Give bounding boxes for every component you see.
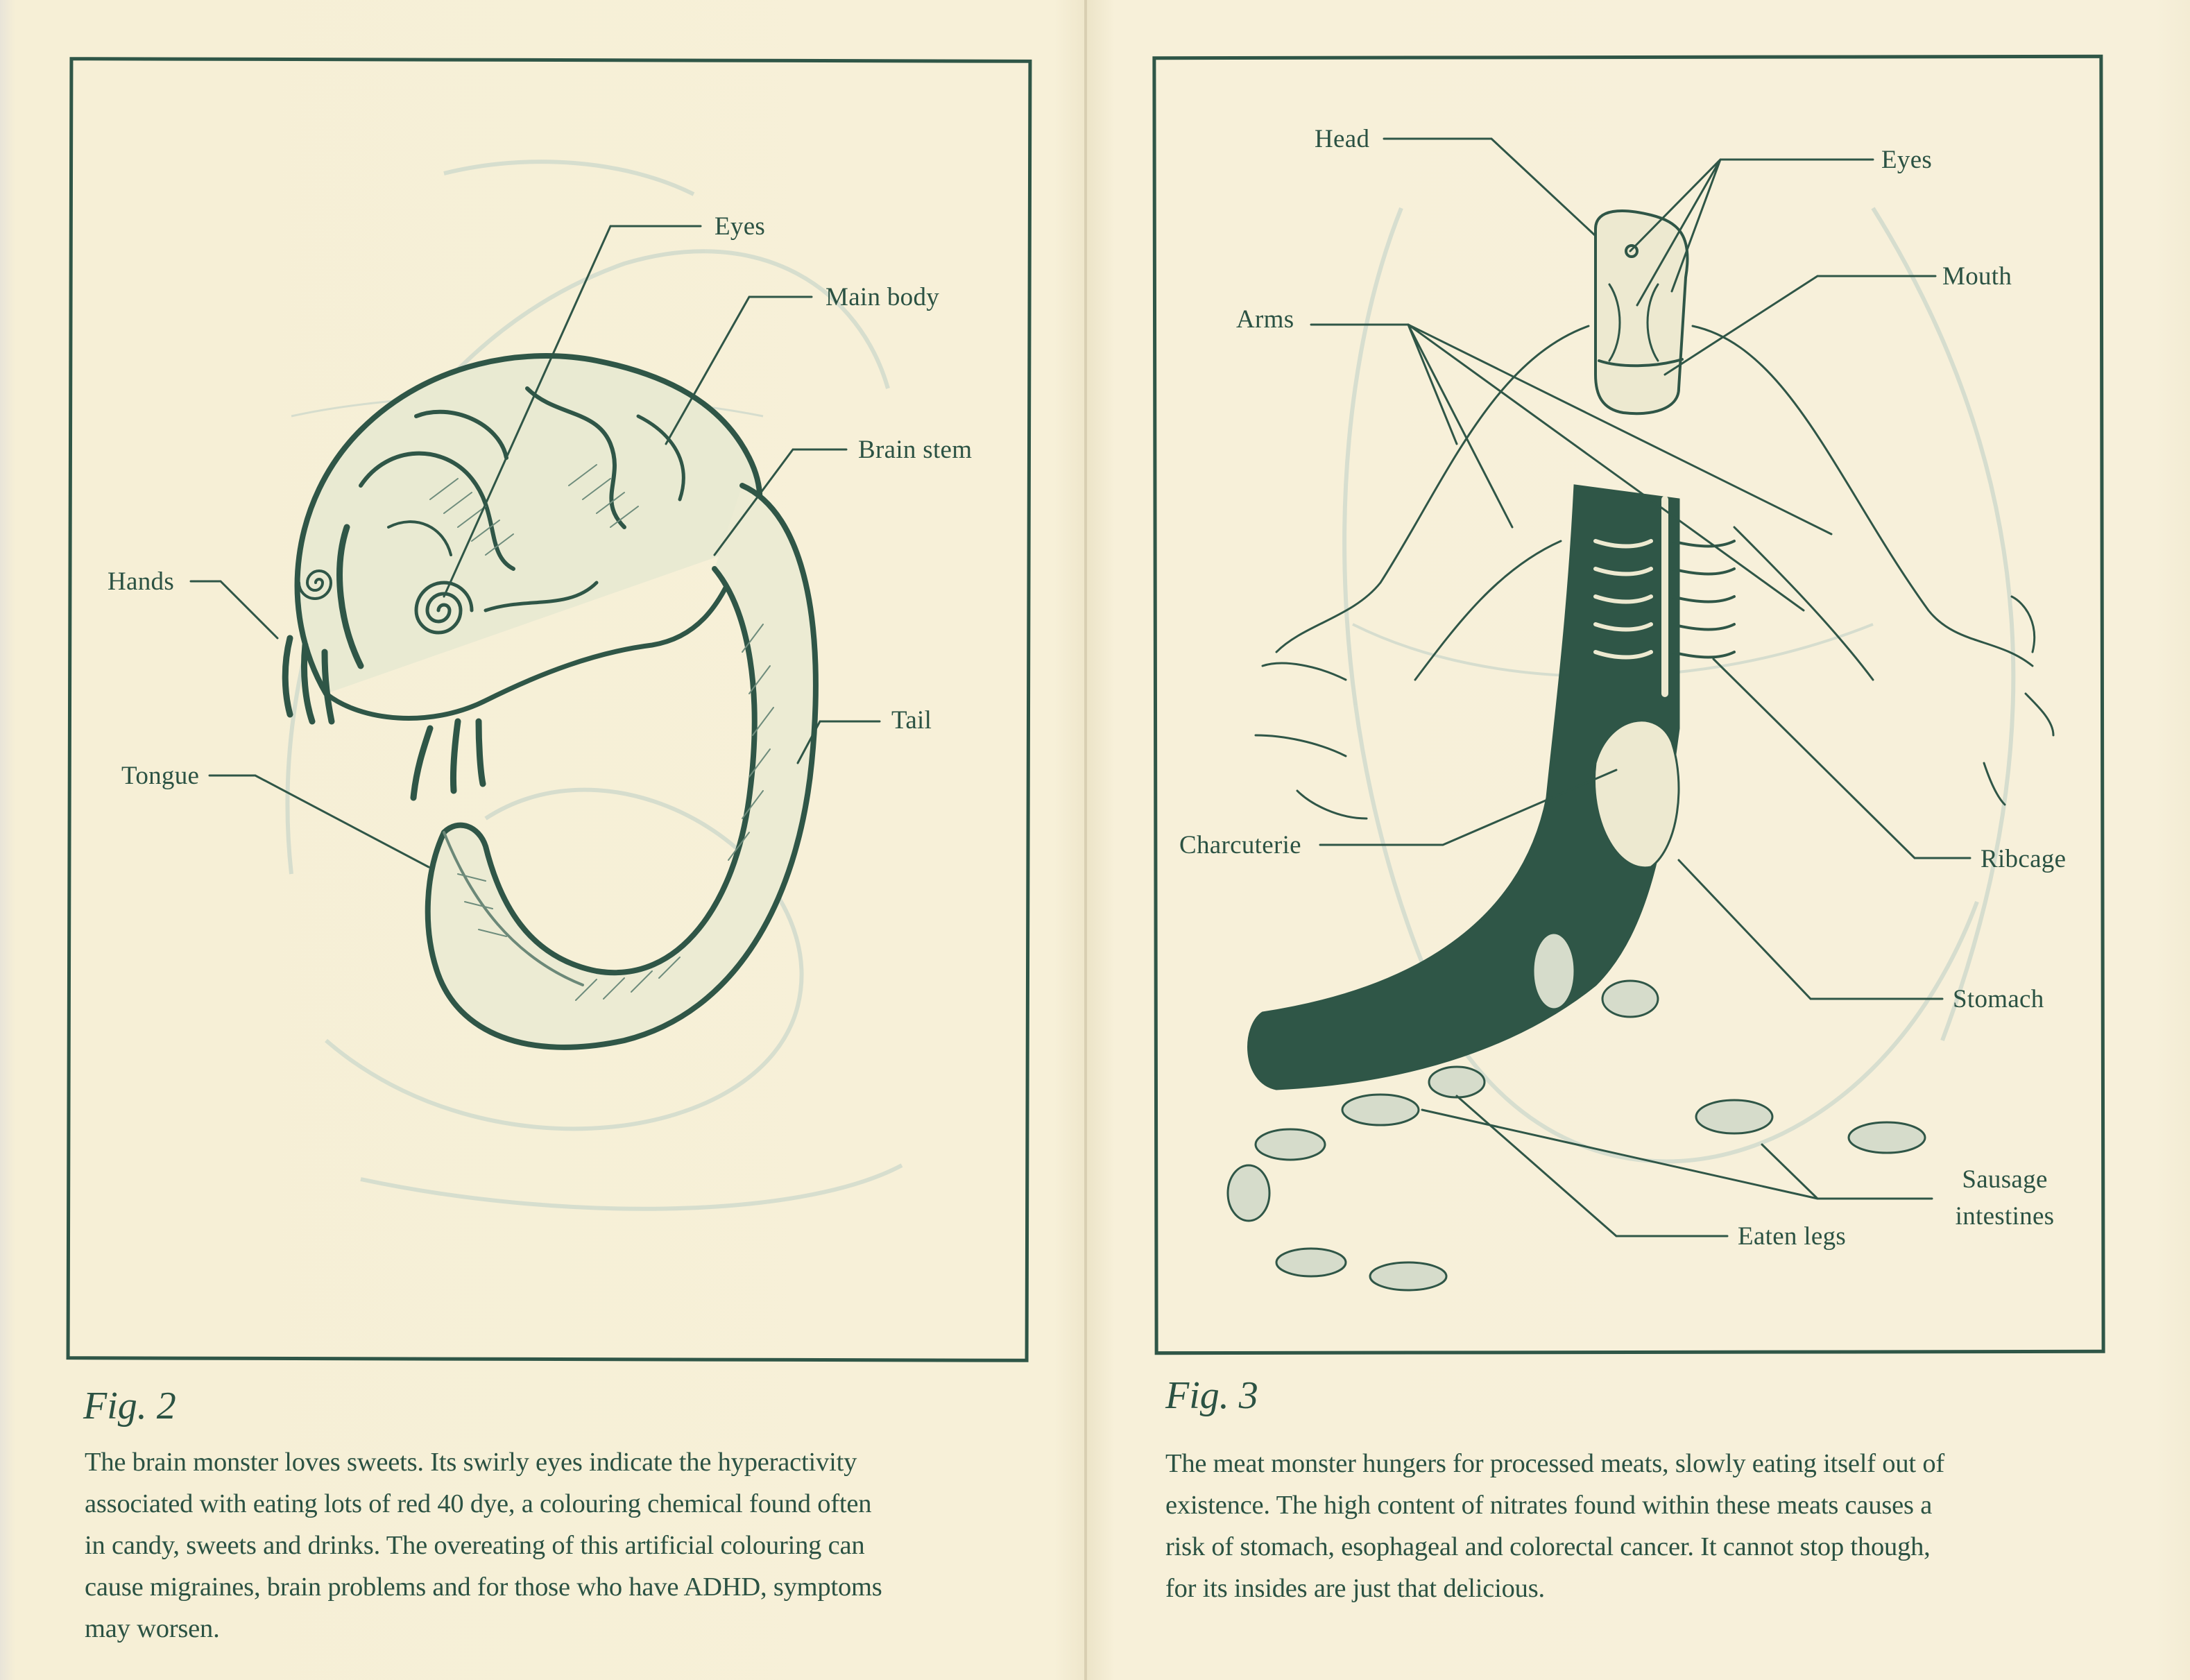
label-hands: Hands	[108, 567, 175, 596]
label-tongue: Tongue	[121, 762, 200, 790]
label-sausage-line1: Sausage	[1962, 1165, 2048, 1194]
meat-monster-drawing	[1226, 137, 2055, 1292]
label-tail: Tail	[891, 706, 932, 735]
figure-3-title: Fig. 3	[1165, 1374, 1258, 1417]
figure-3-caption: The meat monster hungers for processed m…	[1165, 1443, 2150, 1609]
label-arms: Arms	[1236, 305, 1294, 334]
caption-line: The brain monster loves sweets. Its swir…	[85, 1448, 857, 1477]
show-through-ghost	[285, 160, 2016, 1211]
book-gutter	[1084, 0, 1087, 1680]
label-stomach: Stomach	[1953, 985, 2044, 1013]
brain-monster-drawing	[189, 225, 881, 1050]
label-charcuterie: Charcuterie	[1179, 831, 1301, 859]
caption-line: may worsen.	[85, 1614, 220, 1643]
label-brain-stem: Brain stem	[858, 436, 973, 464]
caption-line: for its insides are just that delicious.	[1165, 1574, 1545, 1603]
label-eyes-fig3: Eyes	[1881, 146, 1933, 174]
label-eaten-legs: Eaten legs	[1738, 1222, 1847, 1251]
label-eyes-fig2: Eyes	[715, 212, 766, 241]
caption-line: existence. The high content of nitrates …	[1165, 1491, 1933, 1520]
label-main-body: Main body	[825, 283, 940, 311]
figure-2-caption: The brain monster loves sweets. Its swir…	[85, 1441, 1070, 1649]
label-mouth: Mouth	[1942, 262, 2012, 291]
label-ribcage: Ribcage	[1981, 845, 2067, 873]
caption-line: associated with eating lots of red 40 dy…	[85, 1489, 872, 1518]
figure-2-title: Fig. 2	[83, 1385, 176, 1428]
label-head: Head	[1315, 125, 1370, 153]
caption-line: in candy, sweets and drinks. The overeat…	[85, 1531, 865, 1560]
caption-line: risk of stomach, esophageal and colorect…	[1165, 1532, 1931, 1561]
caption-line: The meat monster hungers for processed m…	[1165, 1449, 1944, 1478]
label-sausage-line2: intestines	[1955, 1202, 2055, 1231]
left-page	[0, 0, 1086, 1680]
caption-line: cause migraines, brain problems and for …	[85, 1572, 882, 1602]
label-sausage-intestines: Sausage intestines	[1942, 1167, 2067, 1229]
